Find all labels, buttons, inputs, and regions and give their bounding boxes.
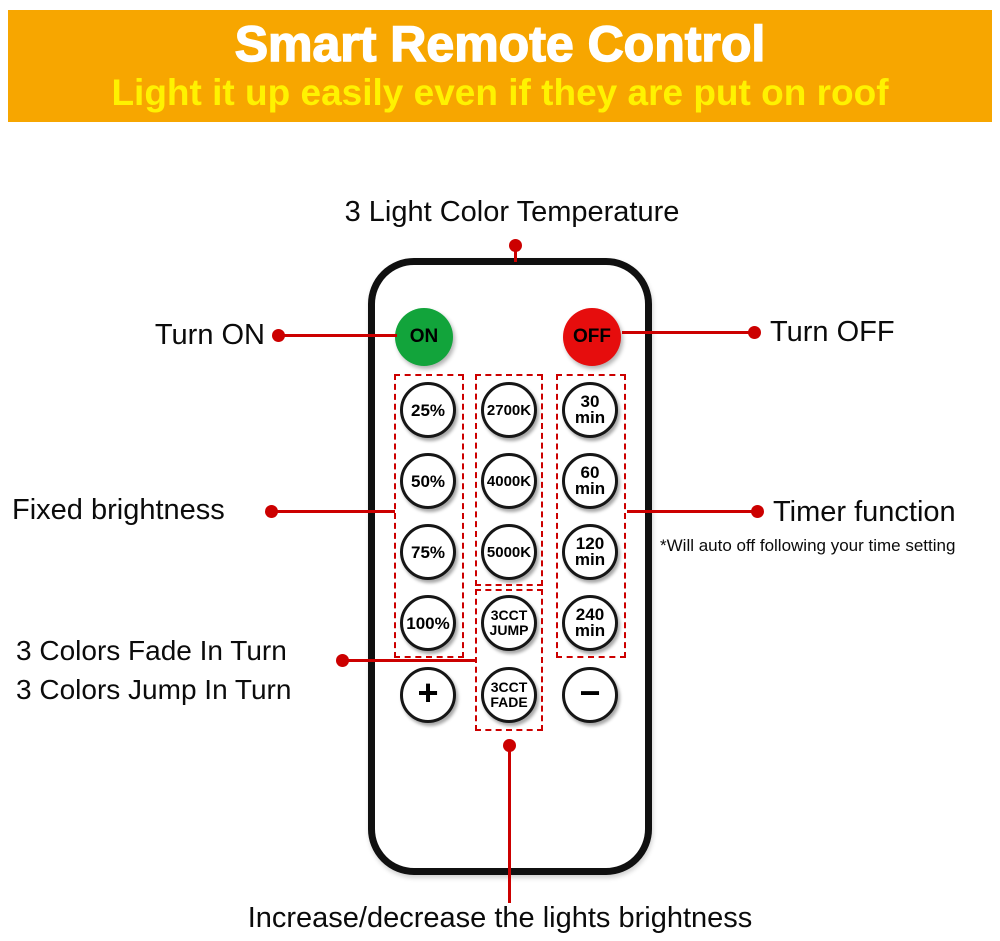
label-timer-function: Timer function bbox=[773, 496, 956, 528]
button-4000k[interactable]: 4000K bbox=[481, 453, 537, 509]
connector-line-bottom bbox=[508, 749, 511, 903]
button-25pct[interactable]: 25% bbox=[400, 382, 456, 438]
connector-dot-turn-on bbox=[272, 329, 285, 342]
button-3cct-fade[interactable]: 3CCT FADE bbox=[481, 667, 537, 723]
label-color-temperature: 3 Light Color Temperature bbox=[344, 196, 680, 228]
dashed-group-timer bbox=[556, 374, 626, 658]
label-turn-off: Turn OFF bbox=[770, 316, 895, 348]
button-2700k[interactable]: 2700K bbox=[481, 382, 537, 438]
dashed-group-color-temp bbox=[475, 374, 543, 586]
label-brightness-bottom: Increase/decrease the lights brightness bbox=[247, 902, 753, 934]
connector-dot-turn-off bbox=[748, 326, 761, 339]
dashed-group-modes bbox=[475, 589, 543, 731]
button-30min[interactable]: 30 min bbox=[562, 382, 618, 438]
label-colors-jump: 3 Colors Jump In Turn bbox=[16, 674, 292, 705]
connector-dot-color-temp bbox=[509, 239, 522, 252]
button-50pct[interactable]: 50% bbox=[400, 453, 456, 509]
button-60min[interactable]: 60 min bbox=[562, 453, 618, 509]
connector-dot-timer bbox=[751, 505, 764, 518]
connector-line-colors bbox=[345, 659, 476, 662]
connector-dot-bottom bbox=[503, 739, 516, 752]
label-colors-fade: 3 Colors Fade In Turn bbox=[16, 635, 287, 666]
button-240min[interactable]: 240 min bbox=[562, 595, 618, 651]
banner-title: Smart Remote Control bbox=[234, 16, 766, 73]
connector-line-turn-off bbox=[622, 331, 751, 334]
button-120min[interactable]: 120 min bbox=[562, 524, 618, 580]
dashed-group-brightness bbox=[394, 374, 464, 658]
connector-line-color-temp bbox=[514, 250, 517, 262]
button-decrease-brightness[interactable]: − bbox=[562, 667, 618, 723]
connector-line-fixed-brightness bbox=[274, 510, 395, 513]
header-banner: Smart Remote Control Light it up easily … bbox=[8, 10, 992, 122]
button-5000k[interactable]: 5000K bbox=[481, 524, 537, 580]
label-fixed-brightness: Fixed brightness bbox=[12, 494, 225, 526]
button-3cct-jump[interactable]: 3CCT JUMP bbox=[481, 595, 537, 651]
button-75pct[interactable]: 75% bbox=[400, 524, 456, 580]
off-button[interactable]: OFF bbox=[563, 308, 621, 366]
connector-line-turn-on bbox=[281, 334, 397, 337]
connector-line-timer bbox=[627, 510, 754, 513]
connector-dot-colors bbox=[336, 654, 349, 667]
banner-subtitle: Light it up easily even if they are put … bbox=[111, 71, 889, 113]
connector-dot-fixed-brightness bbox=[265, 505, 278, 518]
label-timer-note: *Will auto off following your time setti… bbox=[660, 536, 956, 555]
label-turn-on: Turn ON bbox=[154, 319, 265, 351]
button-increase-brightness[interactable]: + bbox=[400, 667, 456, 723]
button-100pct[interactable]: 100% bbox=[400, 595, 456, 651]
on-button[interactable]: ON bbox=[395, 308, 453, 366]
